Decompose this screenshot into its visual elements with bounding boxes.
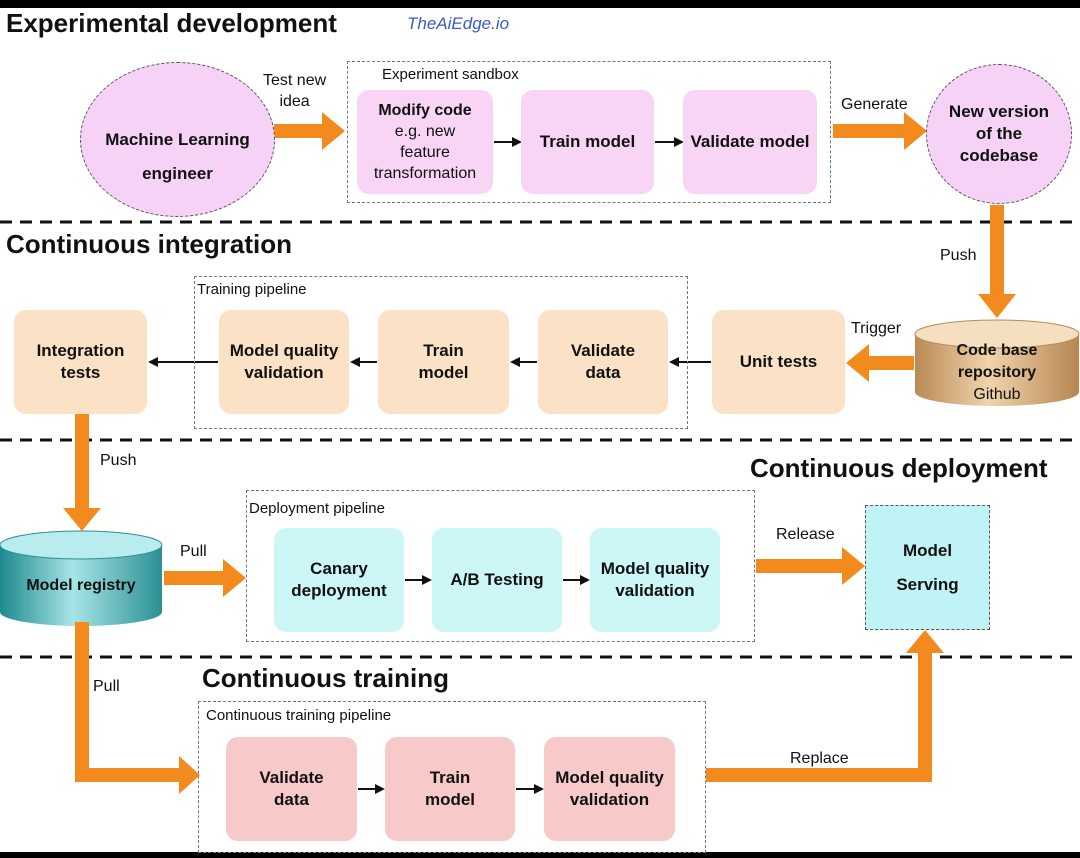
- ci-model-quality-line2: validation: [244, 363, 324, 382]
- modify-code-box: Modify code e.g. new feature transformat…: [357, 90, 493, 194]
- deployment-pipeline: [246, 490, 755, 642]
- integration-tests-line1: Integration: [36, 341, 125, 360]
- arrow-generate: [833, 112, 927, 150]
- validate-model-label: Validate model: [690, 132, 810, 151]
- ci-train-model-line1: Train: [423, 341, 464, 360]
- trigger-label: Trigger: [851, 320, 902, 337]
- ct-train-model-line2: model: [424, 790, 476, 809]
- code-repo-line1: Code base: [956, 342, 1038, 359]
- model-registry-cylinder: [0, 530, 163, 626]
- test-idea-line2: idea: [279, 93, 310, 110]
- pull-deploy-label: Pull: [180, 543, 207, 560]
- ab-testing-label: A/B Testing: [450, 570, 544, 589]
- validate-model-box: Validate model: [683, 90, 817, 194]
- model-serving-line2: Serving: [896, 574, 959, 594]
- arrow-replace: [706, 630, 944, 782]
- ci-train-model-line2: model: [418, 363, 469, 382]
- integration-tests-box: Integration tests: [14, 310, 147, 414]
- unit-tests-label: Unit tests: [739, 352, 818, 371]
- code-repo-label: Code base repository Github: [916, 340, 1078, 406]
- model-serving-node: Model Serving: [865, 505, 990, 630]
- model-serving-line1: Model: [902, 540, 953, 560]
- arrow-test-idea: [274, 112, 345, 150]
- ci-model-quality-line1: Model quality: [229, 341, 339, 360]
- generate-label: Generate: [841, 96, 908, 113]
- cd-model-quality-line1: Model quality: [600, 559, 710, 578]
- ct-validate-data-line1: Validate: [259, 768, 324, 787]
- arrow-push-repo: [978, 205, 1016, 318]
- new-version-line3: codebase: [959, 146, 1039, 165]
- ci-model-quality-box: Model quality validation: [219, 310, 349, 414]
- canary-box: Canary deployment: [274, 528, 404, 632]
- model-registry-label: Model registry: [26, 577, 136, 594]
- canary-line2: deployment: [291, 581, 387, 600]
- ci-validate-data-box: Validate data: [538, 310, 668, 414]
- release-label: Release: [776, 526, 835, 543]
- experiment-sandbox-label: Experiment sandbox: [382, 66, 519, 83]
- ct-validate-data-line2: data: [274, 790, 309, 809]
- code-repo-sub: Github: [973, 386, 1021, 403]
- engineer-label-line1: Machine Learning: [105, 129, 250, 149]
- new-version-line1: New version: [948, 102, 1050, 121]
- ct-train-model-box: Train model: [385, 737, 515, 841]
- top-border: [0, 0, 1080, 8]
- continuous-training-pipeline: [198, 701, 706, 853]
- cd-model-quality-line2: validation: [615, 581, 695, 600]
- pull-training-label: Pull: [93, 678, 120, 695]
- ct-model-quality-box: Model quality validation: [544, 737, 675, 841]
- test-idea-label: Test new idea: [263, 70, 326, 112]
- push-repo-label: Push: [940, 247, 977, 264]
- ct-model-quality-line1: Model quality: [555, 768, 664, 787]
- replace-label: Replace: [790, 750, 849, 767]
- engineer-node: Machine Learning engineer: [80, 62, 275, 217]
- ct-train-model-line1: Train: [429, 768, 471, 787]
- new-version-node: New version of the codebase: [926, 64, 1072, 204]
- modify-code-title: Modify code: [378, 102, 472, 119]
- push-registry-label: Push: [100, 452, 137, 469]
- new-version-line2: of the: [975, 124, 1023, 143]
- arrow-pull-deploy: [164, 559, 246, 597]
- ct-validate-data-box: Validate data: [226, 737, 357, 841]
- bottom-border: [0, 852, 1080, 858]
- continuous-training-pipeline-label: Continuous training pipeline: [206, 707, 392, 724]
- training-pipeline: [194, 276, 688, 429]
- ci-validate-data-line2: data: [585, 363, 621, 382]
- code-repo-cylinder: [914, 319, 1080, 406]
- modify-code-detail-3: transformation: [373, 165, 477, 182]
- deployment-pipeline-label: Deployment pipeline: [249, 500, 385, 517]
- integration-tests-line2: tests: [60, 363, 101, 382]
- train-model-box: Train model: [521, 90, 654, 194]
- arrow-pull-training: [75, 622, 200, 794]
- arrow-release: [756, 547, 865, 585]
- code-repo-line2: repository: [957, 364, 1037, 381]
- cd-model-quality-box: Model quality validation: [590, 528, 720, 632]
- section-title-ct: Continuous training: [202, 663, 449, 693]
- train-model-label: Train model: [539, 132, 636, 151]
- section-title-experimental: Experimental development: [6, 8, 337, 38]
- ci-validate-data-line1: Validate: [570, 341, 636, 360]
- brand-label: TheAiEdge.io: [407, 14, 510, 33]
- arrow-trigger: [846, 344, 914, 382]
- section-title-ci: Continuous integration: [6, 229, 292, 259]
- test-idea-line1: Test new: [263, 72, 327, 89]
- unit-tests-box: Unit tests: [712, 310, 845, 414]
- ab-testing-box: A/B Testing: [432, 528, 562, 632]
- arrow-push-registry: [63, 414, 101, 531]
- modify-code-detail-2: feature: [400, 144, 450, 161]
- modify-code-detail-1: e.g. new: [394, 123, 456, 140]
- training-pipeline-label: Training pipeline: [197, 281, 307, 298]
- ci-train-model-box: Train model: [378, 310, 509, 414]
- experiment-sandbox: [347, 61, 831, 203]
- engineer-label-line2: engineer: [142, 163, 213, 183]
- canary-line1: Canary: [310, 559, 368, 578]
- ct-model-quality-line2: validation: [569, 790, 650, 809]
- section-title-cd: Continuous deployment: [750, 453, 1048, 483]
